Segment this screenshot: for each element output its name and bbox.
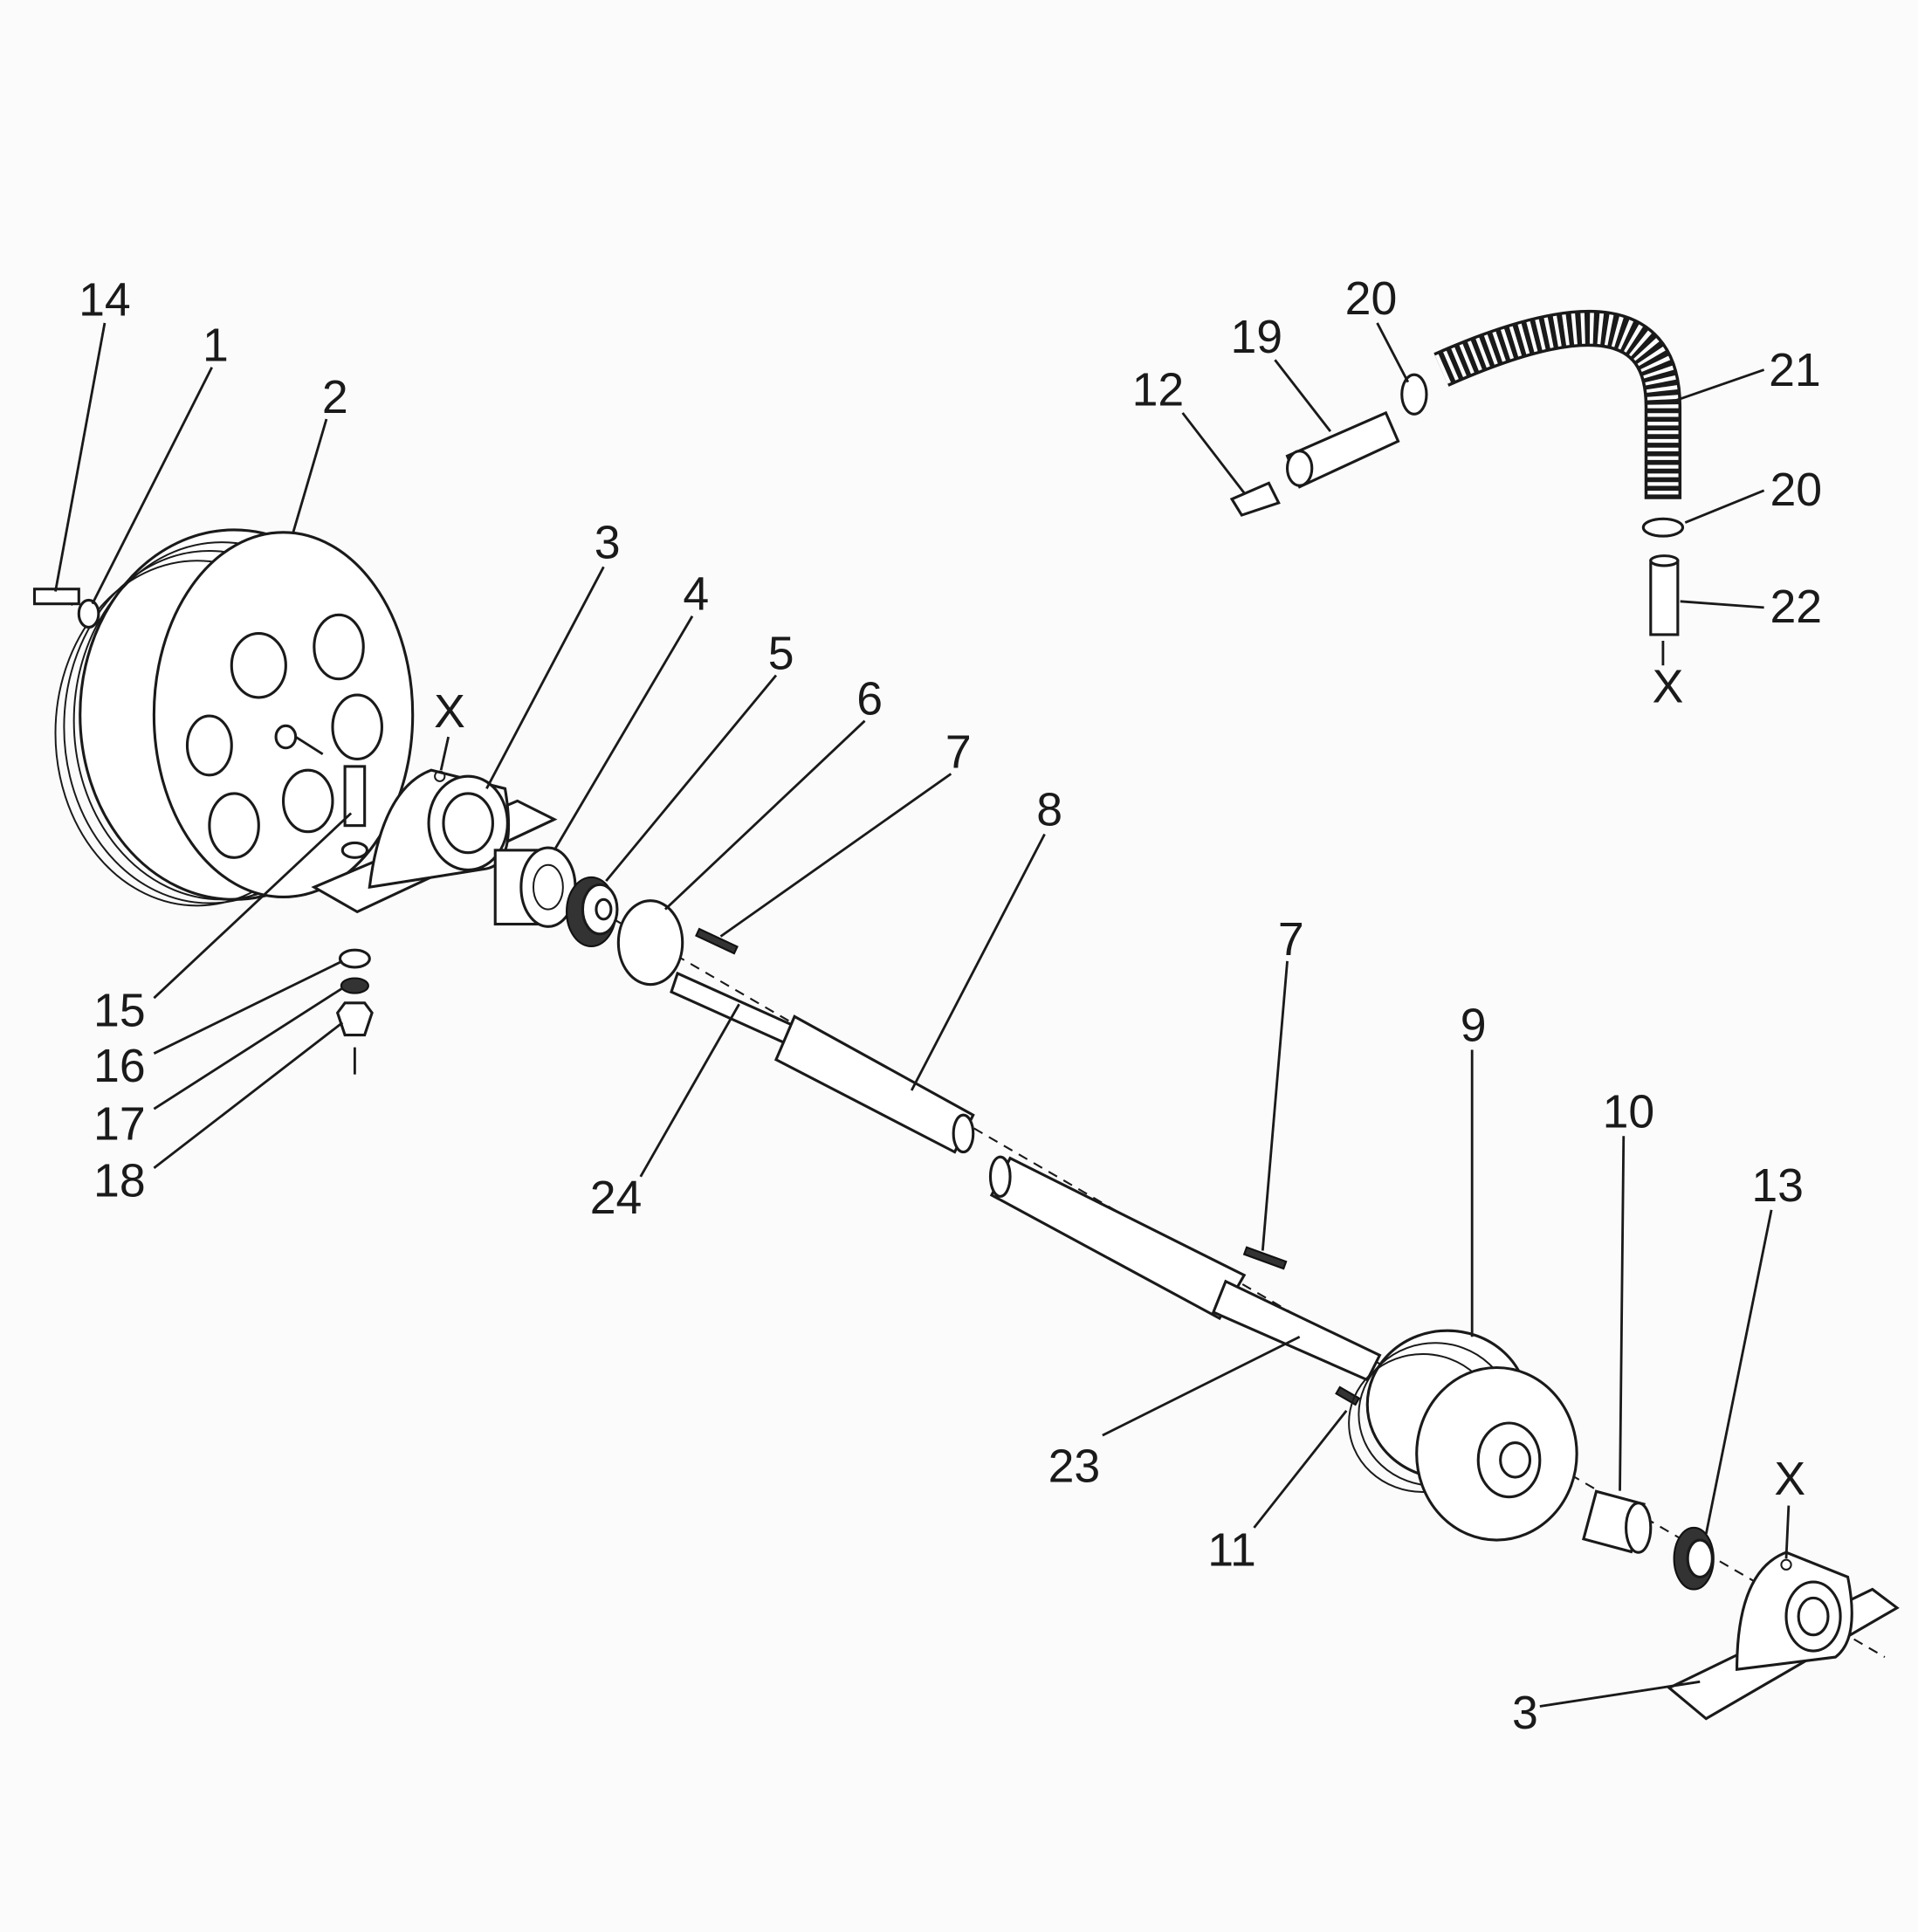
label-5: 5 xyxy=(768,627,794,679)
label-15: 15 xyxy=(93,985,146,1037)
circlip xyxy=(616,899,684,987)
hose-clamp xyxy=(1400,373,1428,416)
bearing-housing-right xyxy=(1667,1550,1900,1721)
small-pulley xyxy=(1348,1329,1578,1542)
label-3-right: 3 xyxy=(1512,1687,1538,1739)
hose-clamp xyxy=(1641,517,1685,538)
large-pulley xyxy=(54,528,415,907)
nipple-pipe xyxy=(1649,554,1680,636)
label-24: 24 xyxy=(590,1172,643,1224)
bearing-housing-left xyxy=(311,768,558,914)
label-14: 14 xyxy=(79,273,131,326)
label-19: 19 xyxy=(1230,311,1282,363)
seal xyxy=(1673,1526,1715,1591)
label-9: 9 xyxy=(1461,1000,1487,1052)
grease-nipple xyxy=(1229,481,1281,517)
label-7-right: 7 xyxy=(1278,913,1304,966)
label-6: 6 xyxy=(856,673,883,725)
label-1: 1 xyxy=(203,320,229,372)
label-13: 13 xyxy=(1751,1159,1804,1212)
label-16: 16 xyxy=(93,1040,146,1092)
label-7-left: 7 xyxy=(945,725,972,778)
marker-x-hose: X xyxy=(1653,661,1684,713)
label-23: 23 xyxy=(1048,1440,1101,1493)
label-21: 21 xyxy=(1769,344,1821,396)
roller-bearing xyxy=(493,846,577,928)
marker-x-left: X xyxy=(434,685,465,738)
hold-down-bolt xyxy=(335,765,374,1075)
flexible-hose xyxy=(1433,309,1682,499)
leader-lines xyxy=(54,322,1791,1708)
label-10: 10 xyxy=(1603,1085,1655,1138)
label-12: 12 xyxy=(1132,363,1185,416)
label-17: 17 xyxy=(93,1097,146,1150)
washer xyxy=(77,598,100,629)
label-20-bottom: 20 xyxy=(1770,464,1822,516)
shaft xyxy=(670,971,1382,1382)
label-22: 22 xyxy=(1770,581,1822,633)
label-2: 2 xyxy=(322,371,348,423)
key xyxy=(695,927,739,955)
label-11: 11 xyxy=(1207,1524,1256,1577)
marker-x-right: X xyxy=(1774,1453,1805,1505)
label-20-top: 20 xyxy=(1345,272,1398,325)
adapter xyxy=(1285,410,1400,489)
key xyxy=(1242,1246,1288,1270)
label-3-left: 3 xyxy=(595,516,621,568)
label-8: 8 xyxy=(1036,784,1062,836)
seal xyxy=(566,876,619,947)
label-18: 18 xyxy=(93,1154,146,1207)
label-4: 4 xyxy=(683,568,709,621)
bush xyxy=(1582,1489,1653,1554)
